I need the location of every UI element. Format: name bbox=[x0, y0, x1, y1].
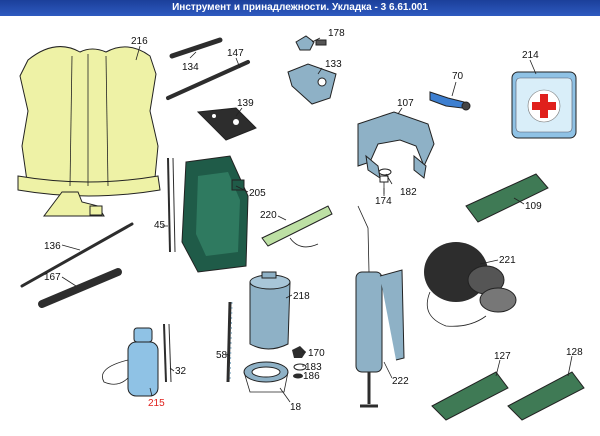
label-174: 174 bbox=[375, 196, 392, 207]
part-long-rod[interactable] bbox=[166, 60, 250, 100]
part-pry-bar[interactable] bbox=[38, 268, 122, 308]
vest-buckle bbox=[89, 205, 103, 216]
parts-diagram: 216 134 147 178 133 214 70 139 107 182 1… bbox=[0, 16, 600, 431]
label-215: 215 bbox=[148, 398, 165, 409]
label-170: 170 bbox=[308, 348, 325, 359]
label-70: 70 bbox=[452, 71, 464, 82]
label-167: 167 bbox=[44, 272, 61, 283]
label-109: 109 bbox=[525, 201, 542, 212]
part-mat-right[interactable] bbox=[507, 371, 585, 421]
label-222: 222 bbox=[392, 376, 409, 387]
part-strap[interactable] bbox=[167, 157, 176, 253]
part-screwdriver[interactable] bbox=[20, 222, 134, 288]
label-218: 218 bbox=[293, 291, 310, 302]
vest-body bbox=[19, 46, 159, 194]
part-first-aid-kit[interactable] bbox=[511, 71, 577, 139]
label-183: 183 bbox=[305, 362, 322, 373]
part-washer-small[interactable] bbox=[293, 363, 307, 371]
part-washer[interactable] bbox=[378, 168, 392, 176]
exploded-view: 216 134 147 178 133 214 70 139 107 182 1… bbox=[17, 28, 585, 421]
vest-belt bbox=[17, 175, 161, 197]
label-205: 205 bbox=[249, 188, 266, 199]
label-182: 182 bbox=[400, 187, 417, 198]
part-nut[interactable] bbox=[292, 346, 306, 358]
part-holder-ring[interactable] bbox=[243, 361, 289, 393]
part-blue-key[interactable] bbox=[429, 91, 471, 111]
label-133: 133 bbox=[325, 59, 342, 70]
label-32: 32 bbox=[175, 366, 187, 377]
label-127: 127 bbox=[494, 351, 511, 362]
label-216: 216 bbox=[131, 36, 148, 47]
label-186: 186 bbox=[303, 371, 320, 382]
label-220: 220 bbox=[260, 210, 277, 221]
part-tool-bar[interactable] bbox=[169, 37, 223, 59]
label-178: 178 bbox=[328, 28, 345, 39]
part-mat-left[interactable] bbox=[431, 371, 509, 421]
label-134: 134 bbox=[182, 62, 199, 73]
label-221: 221 bbox=[499, 255, 516, 266]
part-jerrycan[interactable] bbox=[181, 155, 249, 273]
label-214: 214 bbox=[522, 50, 539, 61]
part-can-holder-bracket[interactable] bbox=[357, 111, 435, 180]
label-128: 128 bbox=[566, 347, 583, 358]
window-title: Инструмент и принадлежности. Укладка - 3… bbox=[0, 0, 600, 16]
label-18: 18 bbox=[290, 402, 302, 413]
part-plate[interactable] bbox=[196, 107, 257, 141]
label-107: 107 bbox=[397, 98, 414, 109]
label-139: 139 bbox=[237, 98, 254, 109]
label-136: 136 bbox=[44, 241, 61, 252]
part-wing-bolt[interactable] bbox=[295, 35, 327, 51]
part-bracket[interactable] bbox=[287, 63, 337, 105]
part-headset[interactable] bbox=[424, 242, 517, 327]
label-45: 45 bbox=[154, 220, 166, 231]
leader-lines bbox=[61, 37, 573, 403]
part-chain-strap[interactable] bbox=[226, 301, 233, 383]
part-inspection-lamp[interactable] bbox=[261, 205, 333, 248]
part-pump-cylinder[interactable] bbox=[249, 271, 291, 350]
part-canteen[interactable] bbox=[102, 327, 159, 397]
part-spring-washer[interactable] bbox=[293, 373, 303, 379]
part-vest[interactable] bbox=[17, 46, 161, 217]
label-58: 58 bbox=[216, 350, 228, 361]
label-147: 147 bbox=[227, 48, 244, 59]
part-mat[interactable] bbox=[465, 173, 549, 223]
part-canteen-strap[interactable] bbox=[163, 323, 172, 383]
part-grease-gun[interactable] bbox=[355, 205, 405, 408]
